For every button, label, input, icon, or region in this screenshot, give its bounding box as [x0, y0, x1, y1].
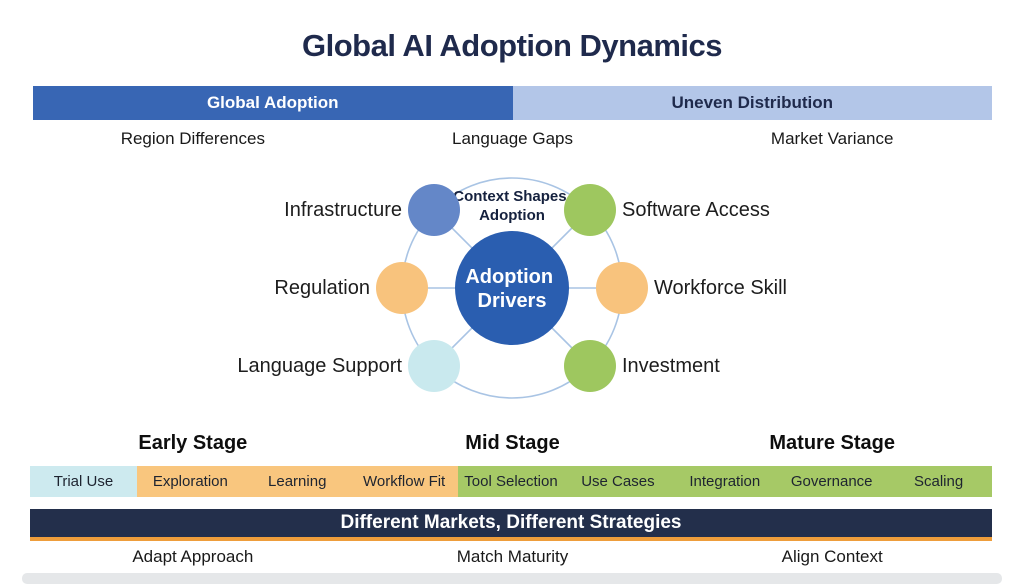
- node-circle-workforce-skill: [596, 262, 648, 314]
- hub-center-circle: [455, 231, 569, 345]
- footer-factors-row: Adapt Approach Match Maturity Align Cont…: [33, 547, 992, 567]
- stage-header-early: Early Stage: [138, 432, 248, 454]
- footer-factor-adapt-approach: Adapt Approach: [132, 547, 254, 566]
- footer-factor-align-context: Align Context: [781, 547, 883, 566]
- segment-global-adoption-label: Global Adoption: [206, 93, 339, 112]
- footer-factor-match-maturity: Match Maturity: [456, 547, 569, 566]
- timeline-cell-trial-use: Trial Use: [30, 466, 137, 497]
- node-label-language-support: Language Support: [237, 355, 402, 377]
- node-circle-investment: [564, 340, 616, 392]
- node-label-infrastructure: Infrastructure: [284, 199, 402, 221]
- timeline-cell-scaling: Scaling: [885, 466, 993, 497]
- node-circle-language-support: [408, 340, 460, 392]
- timeline-cell-governance: Governance: [778, 466, 886, 497]
- node-label-workforce-skill: Workforce Skill: [654, 277, 787, 299]
- strategies-banner-label: Different Markets, Different Strategies: [340, 512, 682, 533]
- segment-global-adoption: Global Adoption: [33, 86, 513, 120]
- node-circle-infrastructure: [408, 184, 460, 236]
- timeline-cell-learning: Learning: [243, 466, 351, 497]
- factor-region-differences: Region Differences: [120, 129, 265, 148]
- timeline-cell-use-cases: Use Cases: [564, 466, 672, 497]
- timeline-cell-exploration: Exploration: [136, 466, 244, 497]
- hub-diagram: Context Shapes Adoption Adoption Drivers…: [237, 177, 787, 399]
- top-bar: Global Adoption Uneven Distribution: [33, 86, 992, 120]
- stage-header-mid: Mid Stage: [465, 432, 560, 454]
- stage-headers-row: Early Stage Mid Stage Mature Stage: [33, 432, 992, 455]
- node-label-software-access: Software Access: [622, 199, 770, 221]
- factor-market-variance: Market Variance: [770, 129, 894, 148]
- node-label-investment: Investment: [622, 355, 720, 377]
- node-label-regulation: Regulation: [274, 277, 370, 299]
- timeline-cell-workflow-fit: Workflow Fit: [350, 466, 458, 497]
- segment-uneven-distribution: Uneven Distribution: [512, 86, 992, 120]
- stage-header-mature: Mature Stage: [769, 432, 895, 454]
- factor-language-gaps: Language Gaps: [452, 129, 573, 148]
- maturity-timeline: Trial Use Exploration Learning Workflow …: [30, 466, 993, 497]
- hub-center-label: Adoption Drivers: [465, 266, 558, 312]
- bottom-edge-strip: [22, 573, 1002, 584]
- top-factors-row: Region Differences Language Gaps Market …: [33, 129, 992, 149]
- node-circle-software-access: [564, 184, 616, 236]
- strategies-banner: Different Markets, Different Strategies: [30, 509, 992, 537]
- timeline-cell-integration: Integration: [671, 466, 779, 497]
- page-title: Global AI Adoption Dynamics: [302, 28, 722, 63]
- timeline-cell-tool-selection: Tool Selection: [457, 466, 565, 497]
- node-circle-regulation: [376, 262, 428, 314]
- banner-accent-bar: [30, 537, 992, 541]
- segment-uneven-distribution-label: Uneven Distribution: [671, 93, 833, 112]
- hub-caption: Context Shapes Adoption: [453, 188, 571, 224]
